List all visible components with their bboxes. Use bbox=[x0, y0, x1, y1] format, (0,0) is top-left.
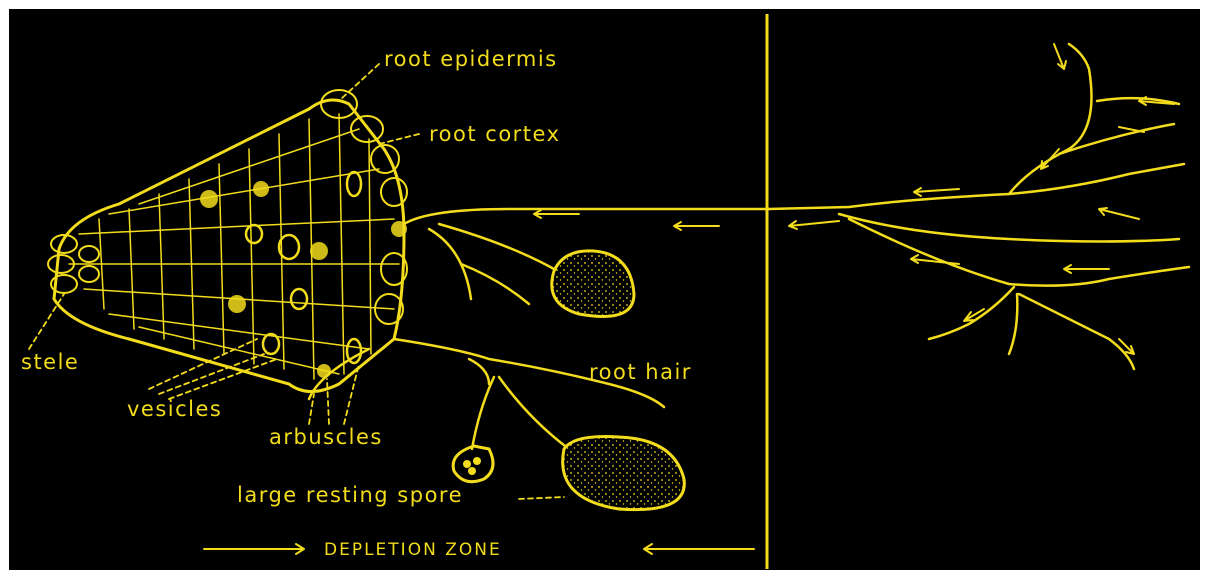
spore-upper bbox=[552, 251, 634, 317]
spore-small bbox=[453, 446, 493, 482]
label-large-resting-spore: large resting spore bbox=[237, 483, 463, 507]
hyphae-right bbox=[769, 44, 1189, 369]
label-vesicles: vesicles bbox=[127, 397, 222, 421]
label-root-hair: root hair bbox=[589, 360, 692, 384]
label-arbuscles: arbuscles bbox=[269, 425, 383, 449]
label-root-cortex: root cortex bbox=[429, 122, 561, 146]
root-section bbox=[48, 90, 407, 392]
label-depletion-zone: DEPLETION ZONE bbox=[324, 540, 502, 560]
spore-large bbox=[563, 437, 685, 510]
label-root-epidermis: root epidermis bbox=[384, 47, 558, 71]
label-stele: stele bbox=[21, 350, 79, 374]
diagram-panel: root epidermis root cortex stele vesicle… bbox=[9, 9, 1200, 570]
hyphae-left bbox=[309, 209, 769, 449]
mycorrhiza-diagram: root epidermis root cortex stele vesicle… bbox=[9, 9, 1200, 570]
